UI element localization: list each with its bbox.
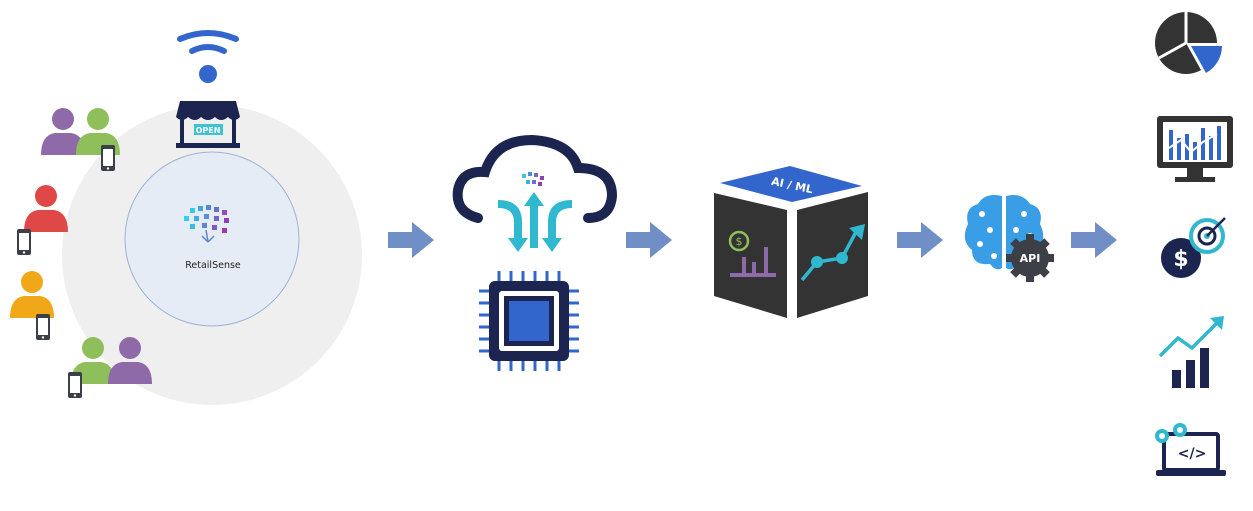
gear-icon: API — [1006, 234, 1054, 282]
api-label: API — [1020, 252, 1041, 265]
dashboard-monitor-icon — [1157, 116, 1233, 182]
processor-chip-icon — [479, 271, 579, 371]
phone-icon — [36, 314, 50, 340]
cloud-icon — [452, 134, 618, 252]
developer-laptop-icon: </> — [1155, 423, 1226, 476]
brand-name: RetailSense — [185, 260, 241, 271]
phone-icon — [68, 372, 82, 398]
retailsense-logo-icon — [184, 205, 229, 243]
revenue-chart-icon: $ — [728, 230, 776, 277]
brain-api-icon: API — [964, 195, 1054, 282]
dollar-target-icon: $ — [1161, 217, 1226, 278]
dollar-glyph: $ — [736, 235, 743, 248]
phone-icon — [101, 145, 115, 171]
wifi-icon — [177, 30, 239, 83]
customer-icon — [10, 271, 54, 318]
flow-arrow-4 — [1071, 222, 1117, 258]
customer-group-3 — [10, 271, 54, 340]
cube-left-face — [714, 193, 787, 318]
dollar-glyph: $ — [1173, 247, 1188, 272]
open-sign: OPEN — [196, 126, 221, 135]
phone-icon — [17, 229, 31, 255]
sync-arrows-icon — [498, 192, 572, 252]
customer-group-2 — [17, 185, 68, 255]
code-label: </> — [1178, 446, 1207, 462]
retailsense-mini-logo-icon — [522, 172, 544, 186]
store-ecosystem: RetailSense OPEN — [10, 30, 362, 405]
growth-chart-icon — [1158, 316, 1224, 388]
customer-group-1 — [41, 108, 120, 171]
cube-right-face — [797, 192, 868, 318]
flow-arrow-1 — [388, 222, 434, 258]
flow-arrow-2 — [626, 222, 672, 258]
customer-icon — [24, 185, 68, 232]
cloud-processing — [452, 134, 618, 371]
settings-gears-icon — [1155, 423, 1187, 443]
store-icon: OPEN — [176, 101, 240, 148]
ai-ml-cube: AI / ML $ — [714, 166, 868, 318]
output-icons: $ </> — [1155, 12, 1233, 476]
trend-line-icon — [800, 224, 865, 282]
pie-chart-icon — [1155, 12, 1222, 74]
cube-top — [720, 166, 862, 202]
flow-arrow-3 — [897, 222, 943, 258]
